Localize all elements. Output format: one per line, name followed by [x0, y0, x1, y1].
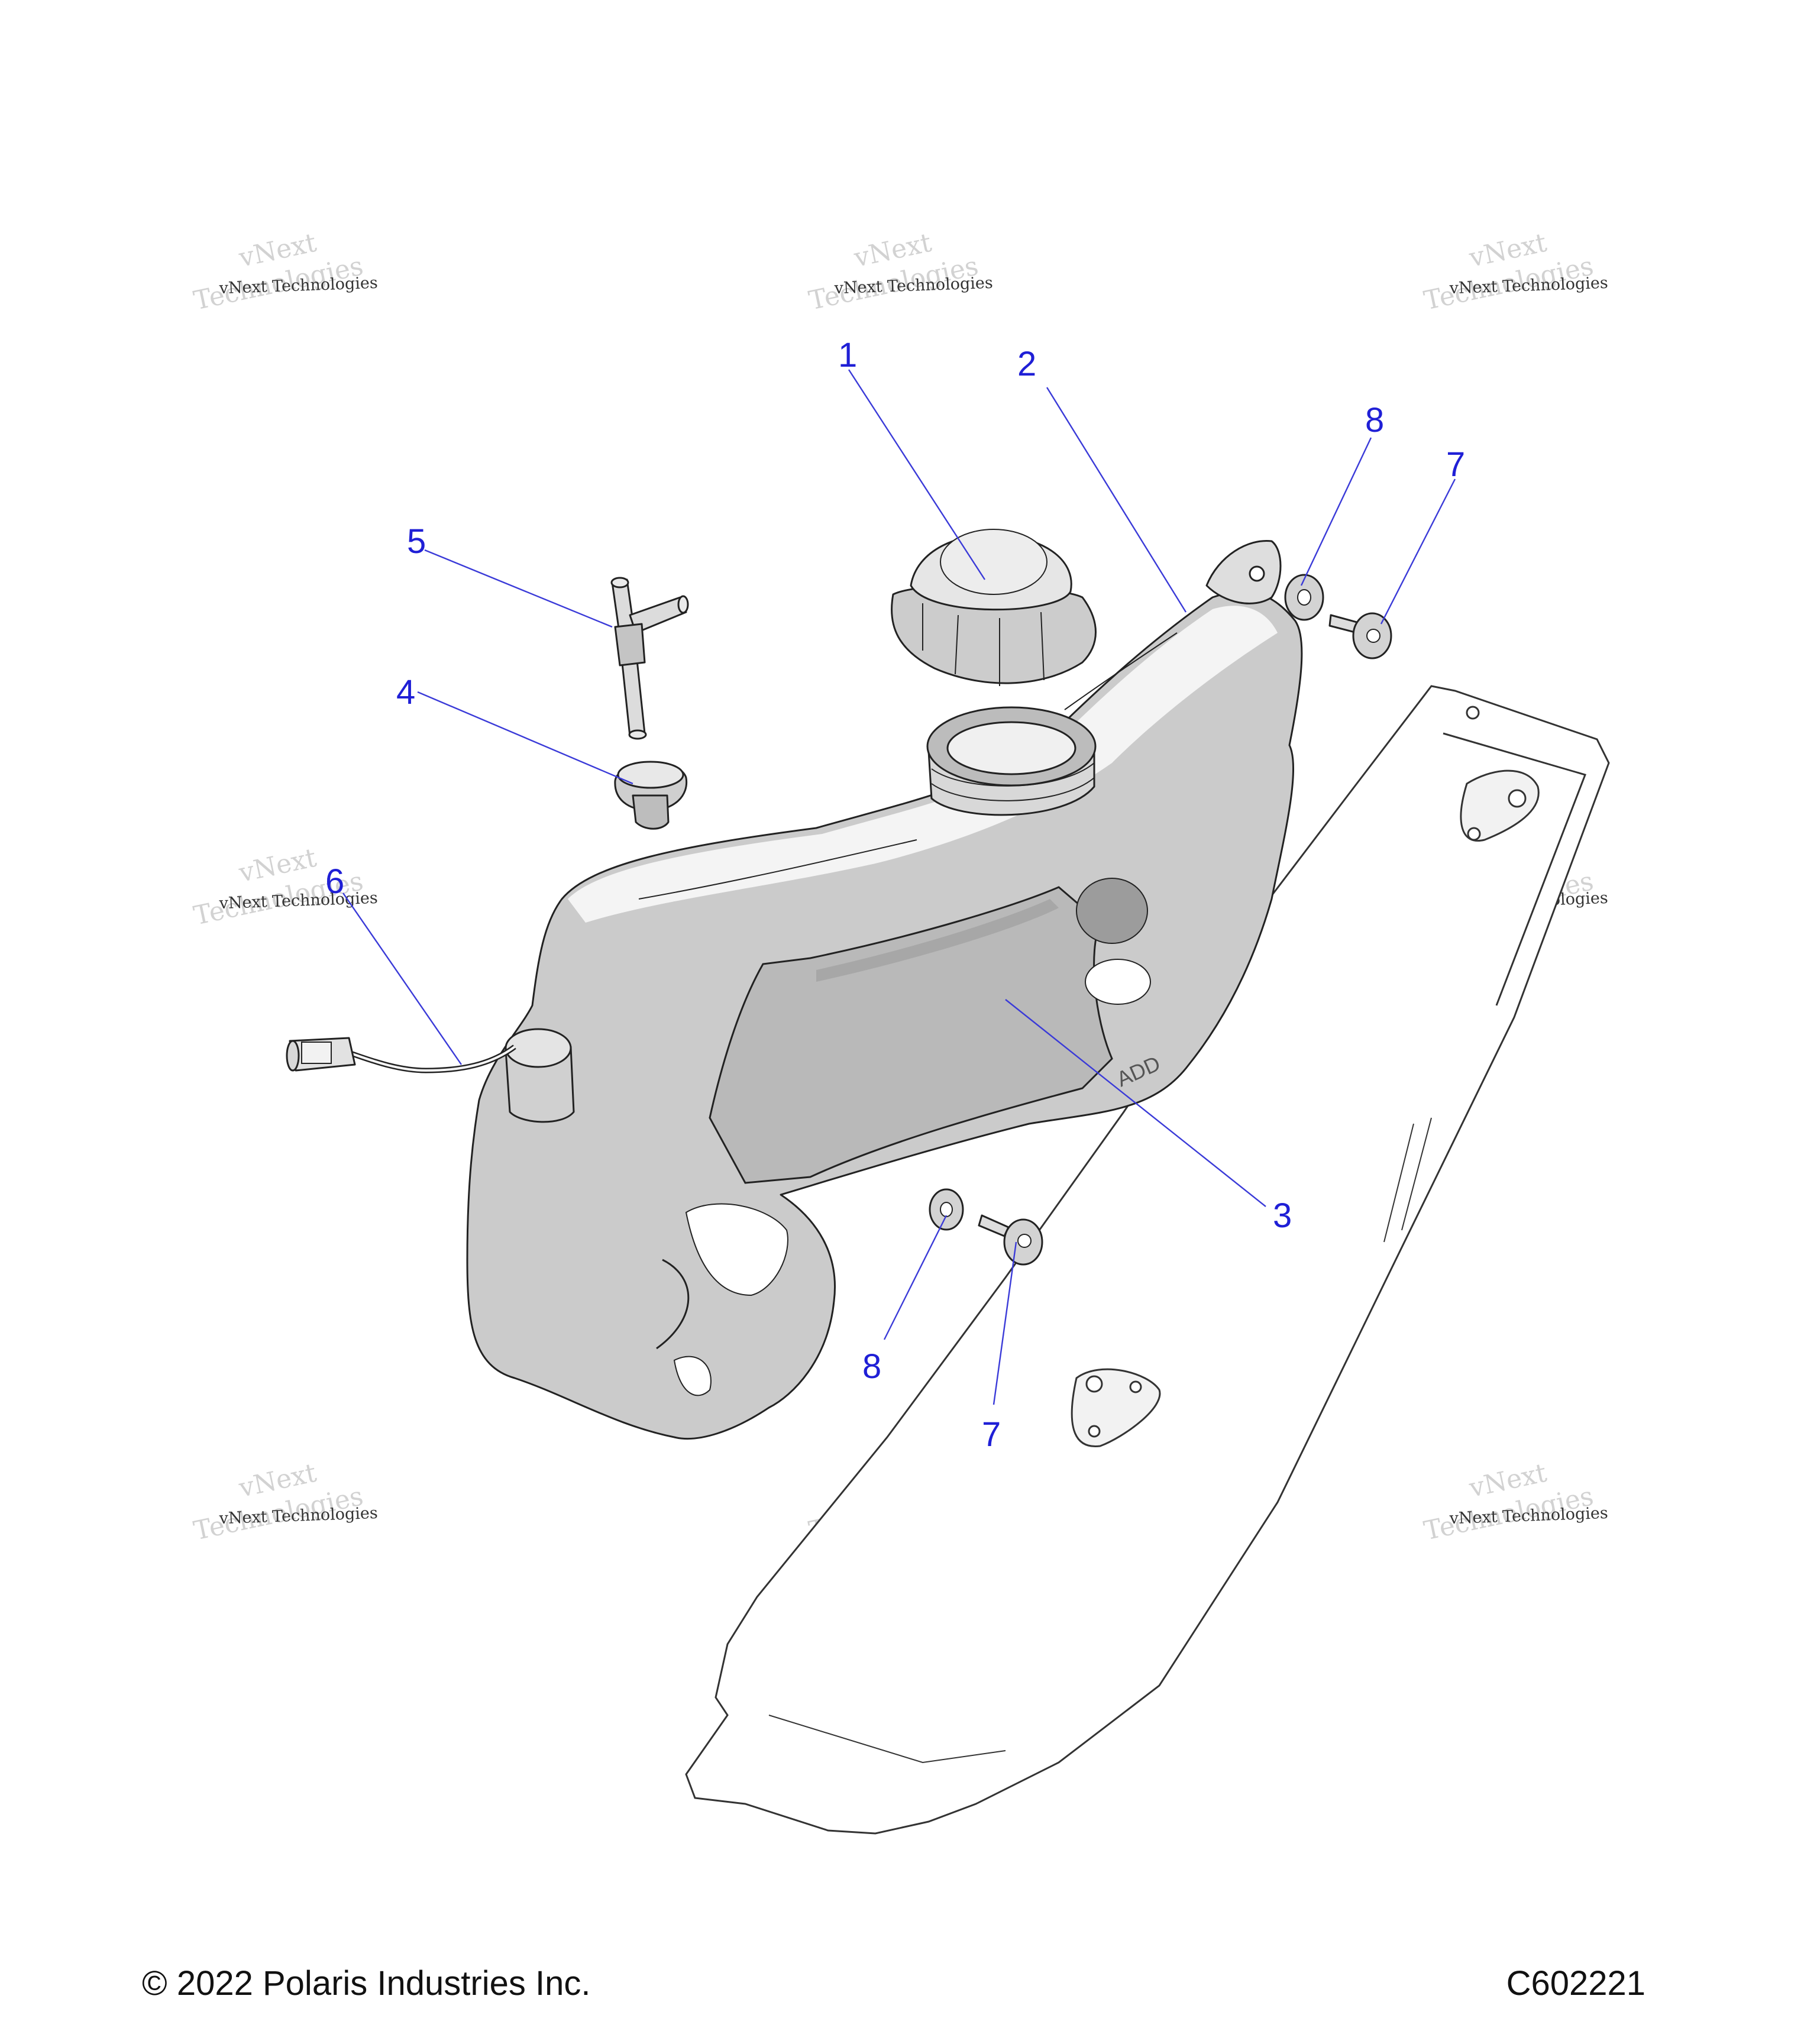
watermark: vNext Technologies vNext Technologies: [191, 1458, 378, 1547]
callout-2: 2: [1017, 345, 1036, 383]
watermark: vNext Technologies vNext Technologies: [191, 228, 378, 316]
grommet: [614, 761, 688, 830]
watermark: vNext Technologies vNext Technologies: [1421, 1458, 1608, 1547]
watermark: vNext Technologies vNext Technologies: [806, 228, 993, 316]
fuel-cap: [891, 529, 1097, 686]
callout-3: 3: [1273, 1196, 1292, 1235]
callout-8-upper: 8: [1365, 401, 1384, 439]
callout-7-upper: 7: [1446, 445, 1465, 484]
leader-lines: [342, 369, 1456, 1405]
washer-upper: [1284, 574, 1324, 621]
filler-neck: [926, 706, 1097, 816]
drawing-code: C602221: [1506, 1964, 1645, 2003]
frame-bracket: [685, 685, 1610, 1835]
callout-8-lower: 8: [862, 1347, 881, 1386]
vent-fitting: [610, 577, 689, 740]
screw-lower: [978, 1214, 1043, 1266]
callout-7-lower: 7: [982, 1415, 1001, 1454]
sender-wire: [286, 1037, 516, 1073]
copyright-notice: © 2022 Polaris Industries Inc.: [142, 1964, 591, 2003]
watermark: vNext Technologies vNext Technologies: [1421, 228, 1608, 316]
washer-lower: [929, 1188, 964, 1231]
callout-5: 5: [407, 522, 426, 561]
callout-4: 4: [396, 673, 415, 711]
fuel-tank: ADD: [466, 539, 1303, 1440]
screw-upper: [1328, 612, 1392, 659]
callouts: 1 2 3 4 5 6 7 8 7 8: [325, 336, 1465, 1454]
callout-1: 1: [838, 336, 857, 374]
watermark: vNext Technologies vNext Technologies: [191, 843, 378, 932]
sender-unit: [505, 1028, 575, 1123]
callout-6: 6: [325, 862, 344, 901]
